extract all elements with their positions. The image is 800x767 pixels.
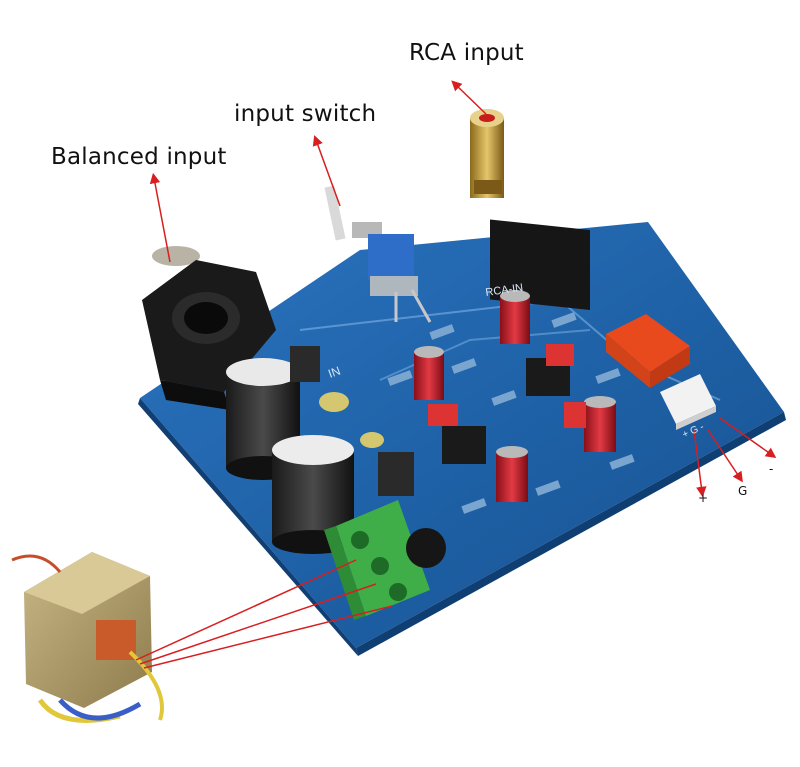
toggle-switch xyxy=(324,185,432,323)
silk-rca-in: RCA-IN xyxy=(485,282,524,299)
transformer xyxy=(11,552,164,723)
callout-arrows xyxy=(135,80,777,669)
black-capacitor xyxy=(406,528,446,568)
rca-jack xyxy=(470,109,590,311)
balanced-input-label: Balanced input xyxy=(51,144,227,170)
small-capacitors xyxy=(319,392,384,448)
pin-minus-label: - xyxy=(769,462,774,476)
resistors xyxy=(387,312,635,514)
xlr-balanced-connector xyxy=(142,246,276,410)
output-header xyxy=(660,374,716,430)
input-switch-label: input switch xyxy=(234,101,377,127)
relay xyxy=(606,314,690,388)
power-terminal-block xyxy=(324,500,430,620)
rca-input-label: RCA input xyxy=(409,40,524,66)
opamp-chips xyxy=(428,344,586,464)
silk-in: IN xyxy=(326,364,342,381)
regulators xyxy=(290,346,414,496)
audio-capacitors xyxy=(414,290,616,502)
pin-plus-label: + xyxy=(698,491,709,505)
pin-ground-label: G xyxy=(738,484,748,498)
